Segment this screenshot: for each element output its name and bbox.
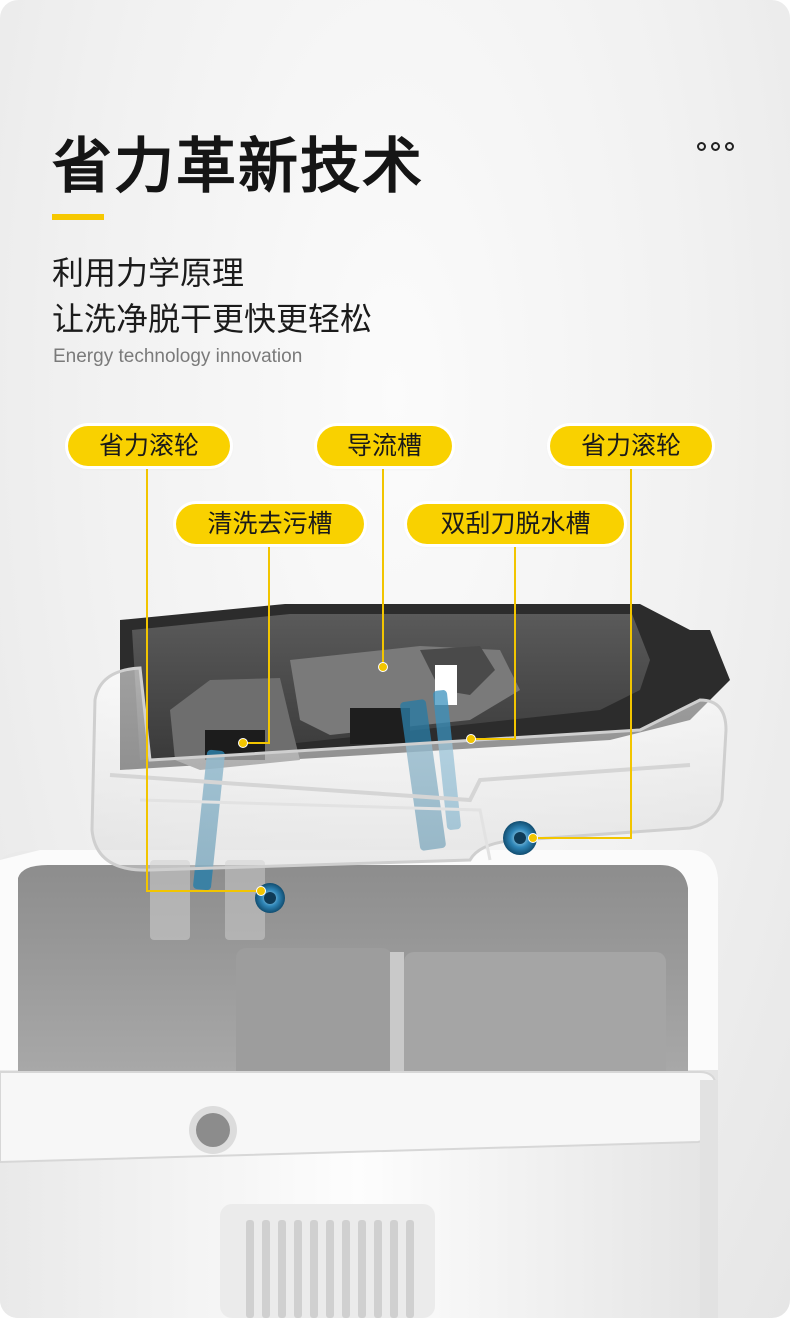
leader-scraper-v <box>514 543 516 739</box>
callout-guide-channel: 导流槽 <box>317 426 452 466</box>
accent-bar <box>52 214 104 220</box>
subtitle-line-1: 利用力学原理 <box>52 254 245 292</box>
leader-wash-h <box>244 742 270 744</box>
dot-2 <box>711 142 720 151</box>
dot-3 <box>725 142 734 151</box>
leader-wash-v <box>268 543 270 743</box>
leader-roller-right-dot <box>528 833 538 843</box>
callout-wash-channel: 清洗去污槽 <box>176 504 364 544</box>
english-tagline: Energy technology innovation <box>53 346 303 367</box>
leader-wash-dot <box>238 738 248 748</box>
mop-bucket-illustration <box>0 604 730 1318</box>
leader-roller-left-dot <box>256 886 266 896</box>
leader-roller-left-v <box>146 464 148 892</box>
leader-guide-dot <box>378 662 388 672</box>
page-title: 省力革新技术 <box>52 132 424 202</box>
more-dots-icon[interactable] <box>697 142 734 151</box>
leader-guide-v <box>382 464 384 668</box>
leader-roller-right-h <box>534 837 632 839</box>
leader-roller-left-h <box>146 890 262 892</box>
callout-roller-right: 省力滚轮 <box>550 426 712 466</box>
subtitle-line-2: 让洗净脱干更快更轻松 <box>52 300 373 338</box>
leader-scraper-h <box>474 738 516 740</box>
callout-roller-left: 省力滚轮 <box>68 426 230 466</box>
leader-scraper-dot <box>466 734 476 744</box>
wringer-tray <box>90 604 730 940</box>
leader-roller-right-v <box>630 464 632 838</box>
bucket-body <box>0 850 718 1318</box>
dot-1 <box>697 142 706 151</box>
callout-scraper-channel: 双刮刀脱水槽 <box>407 504 624 544</box>
